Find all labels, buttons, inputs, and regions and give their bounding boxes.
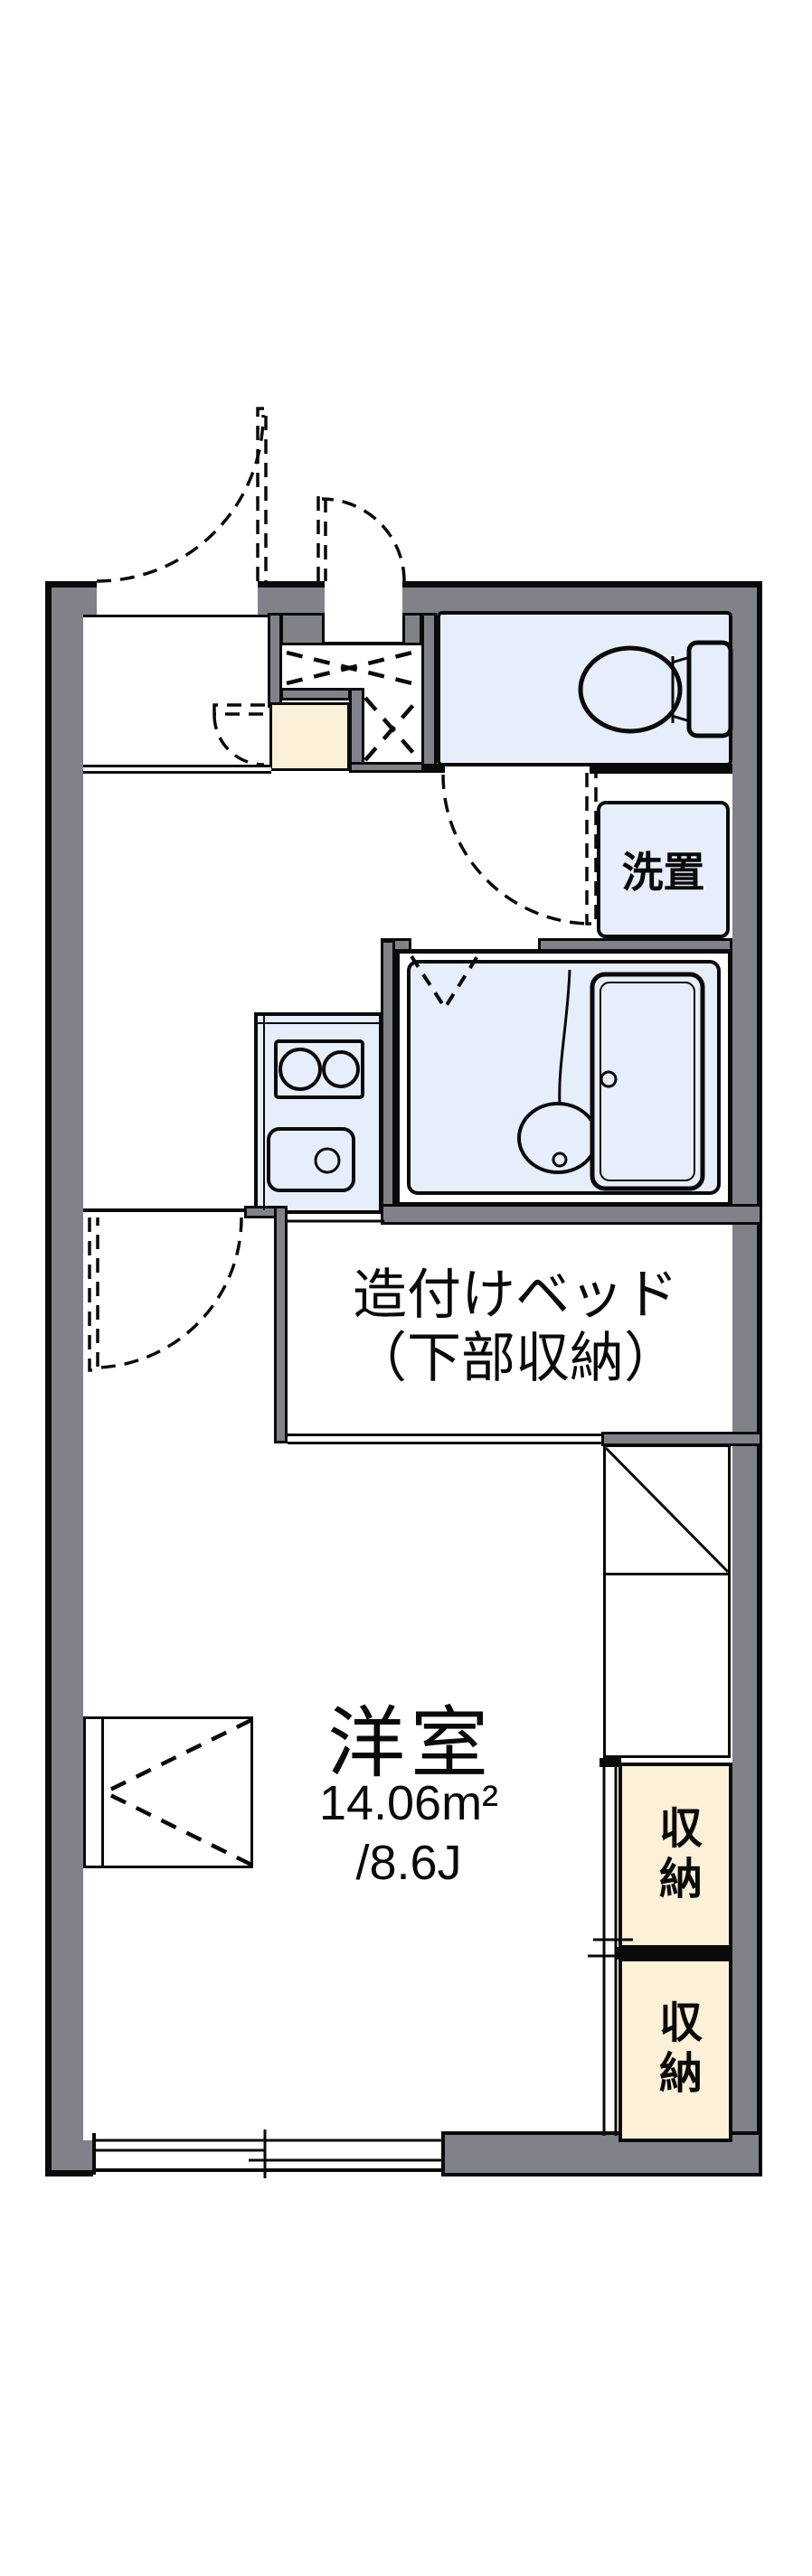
main-room-tatami: /8.6J	[355, 1836, 462, 1890]
side-counter-divider	[603, 1573, 731, 1575]
bed-left-wall	[274, 1206, 288, 1443]
balcony-window-opening	[93, 2131, 441, 2176]
room-partition-line	[83, 1208, 246, 1212]
trunk-step-wall	[280, 688, 351, 700]
built-in-bed-label: 造付けベッド （下部収納）	[298, 1264, 732, 1390]
trunk-door-arc	[321, 497, 406, 582]
genkan-step-line	[83, 765, 271, 774]
stove-unit	[274, 1039, 364, 1099]
storage-2-label: 収納	[652, 1999, 700, 2101]
built-in-bed-label-line2: （下部収納）	[353, 1328, 678, 1388]
main-room-area: 14.06m²	[318, 1776, 499, 1830]
toilet-bottom-wall-stub	[422, 764, 445, 773]
bed-bottom-edge	[288, 1434, 606, 1444]
toilet-bottom-wall	[590, 764, 732, 774]
toilet-room	[437, 611, 732, 766]
entrance-threshold-line	[83, 615, 268, 617]
genkan-floor	[269, 702, 350, 771]
trunk-mid-wall	[349, 688, 364, 773]
trunk-door-sill-line	[325, 642, 402, 645]
trunk-top-wall-left	[280, 613, 325, 645]
folding-table-edge-line	[101, 1716, 104, 1868]
storage-closet-2: 収納	[618, 1958, 732, 2142]
trunk-door-opening	[325, 578, 402, 643]
storage-1-label: 収納	[652, 1805, 700, 1906]
bath-left-wall	[381, 940, 395, 1225]
trunk-door-leaf	[316, 494, 327, 581]
storage-divider-wall	[616, 1947, 732, 1960]
trunk-top-wall-right	[402, 613, 422, 645]
trunk-right-wall	[421, 613, 437, 773]
built-in-bed-label-line1: 造付けベッド	[353, 1264, 678, 1325]
entrance-door-arc	[96, 414, 265, 583]
kitchen-sink	[267, 1127, 355, 1192]
entrance-door-leaf	[256, 407, 268, 581]
side-counter	[603, 1444, 731, 1758]
washer-label: 洗置	[621, 849, 705, 896]
storage-top-cap	[600, 1758, 621, 1767]
bath-floor-pan	[407, 960, 721, 1195]
washer-space: 洗置	[597, 801, 730, 938]
entrance-door-opening	[97, 578, 258, 617]
bath-bottom-wall	[381, 1204, 762, 1225]
storage-closet-1: 収納	[618, 1763, 732, 1949]
main-room-name: 洋室	[327, 1700, 494, 1787]
